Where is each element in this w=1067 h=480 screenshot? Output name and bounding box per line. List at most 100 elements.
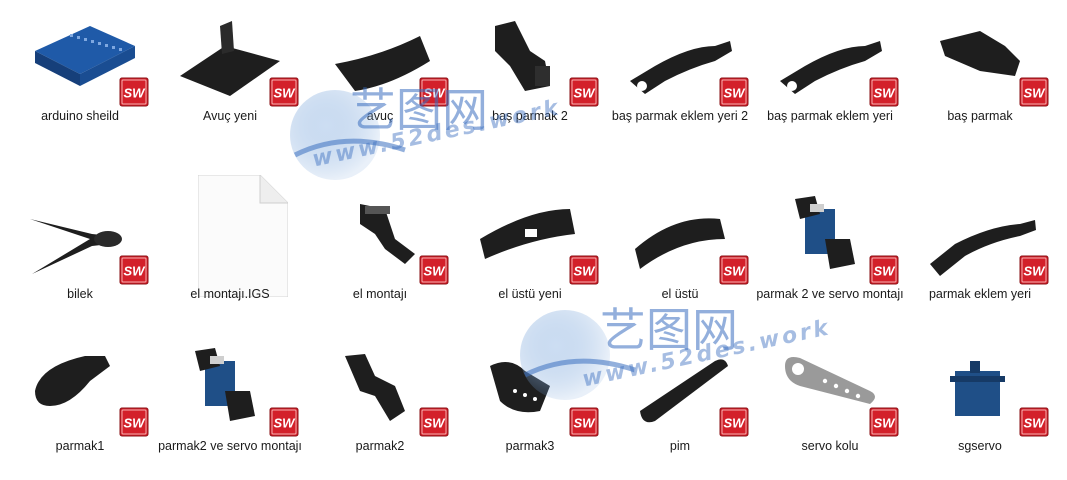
svg-text:SW: SW <box>724 264 747 279</box>
solidworks-badge-icon: SW <box>869 77 899 107</box>
thumb-joint-arm-part-icon <box>620 6 740 106</box>
svg-text:SW: SW <box>574 86 597 101</box>
file-name-label: baş parmak 2 <box>492 109 568 123</box>
file-item[interactable]: SW parmak eklem yeri <box>905 178 1055 328</box>
file-item[interactable]: SW baş parmak eklem yeri <box>755 0 905 150</box>
solidworks-badge-icon: SW <box>569 255 599 285</box>
hand-assembly-icon <box>320 184 440 284</box>
solidworks-badge-icon: SW <box>1019 77 1049 107</box>
file-name-label: sgservo <box>958 439 1002 453</box>
file-item[interactable]: SW parmak2 <box>305 330 455 480</box>
file-item[interactable]: SW el üstü yeni <box>455 178 605 328</box>
svg-text:SW: SW <box>874 416 897 431</box>
finger-joint-arm-part-icon <box>920 184 1040 284</box>
file-name-label: parmak 2 ve servo montajı <box>756 287 904 301</box>
file-name-label: parmak2 <box>355 439 405 453</box>
file-item[interactable]: SW el montajı <box>305 178 455 328</box>
file-item[interactable]: SW Avuç yeni <box>155 0 305 150</box>
file-item[interactable]: SW parmak 2 ve servo montajı <box>755 178 905 328</box>
solidworks-badge-icon: SW <box>119 407 149 437</box>
file-name-label: parmak1 <box>55 439 105 453</box>
svg-text:SW: SW <box>574 264 597 279</box>
finger-tip-part-icon <box>20 336 140 436</box>
svg-text:SW: SW <box>1024 416 1047 431</box>
palm-plate-part-icon <box>170 6 290 106</box>
solidworks-badge-icon: SW <box>269 77 299 107</box>
hand-top-part-icon <box>620 184 740 284</box>
finger-bracket-part-icon <box>320 336 440 436</box>
solidworks-badge-icon: SW <box>419 407 449 437</box>
solidworks-badge-icon: SW <box>719 77 749 107</box>
svg-text:SW: SW <box>1024 86 1047 101</box>
file-name-label: Avuç yeni <box>203 109 257 123</box>
file-name-label: el üstü <box>661 287 699 301</box>
thumb-joint-arm-part-icon <box>770 6 890 106</box>
file-name-label: bilek <box>67 287 93 301</box>
file-name-label: avuç <box>366 109 394 123</box>
file-name-label: parmak eklem yeri <box>928 287 1032 301</box>
solidworks-badge-icon: SW <box>1019 407 1049 437</box>
file-name-label: el üstü yeni <box>498 287 562 301</box>
solidworks-badge-icon: SW <box>419 255 449 285</box>
svg-text:SW: SW <box>874 264 897 279</box>
arduino-shield-part-icon <box>20 6 140 106</box>
hand-cover-part-icon <box>470 184 590 284</box>
file-item[interactable]: SW parmak2 ve servo montajı <box>155 330 305 480</box>
file-item[interactable]: SW arduino sheild <box>5 0 155 150</box>
file-item[interactable]: SW baş parmak 2 <box>455 0 605 150</box>
svg-text:SW: SW <box>724 416 747 431</box>
file-item[interactable]: SW baş parmak <box>905 0 1055 150</box>
file-item[interactable]: SW servo kolu <box>755 330 905 480</box>
svg-text:SW: SW <box>724 86 747 101</box>
servo-motor-part-icon <box>920 336 1040 436</box>
wrist-part-icon <box>20 184 140 284</box>
generic-file-icon <box>197 174 289 298</box>
svg-text:SW: SW <box>124 264 147 279</box>
file-name-label: servo kolu <box>801 439 859 453</box>
pin-part-icon <box>620 336 740 436</box>
svg-text:SW: SW <box>274 416 297 431</box>
file-item[interactable]: SW parmak1 <box>5 330 155 480</box>
svg-text:SW: SW <box>424 416 447 431</box>
svg-text:SW: SW <box>424 86 447 101</box>
svg-text:SW: SW <box>124 416 147 431</box>
file-item[interactable]: SW parmak3 <box>455 330 605 480</box>
servo-horn-part-icon <box>770 336 890 436</box>
svg-text:SW: SW <box>124 86 147 101</box>
svg-text:SW: SW <box>274 86 297 101</box>
file-item[interactable]: SW sgservo <box>905 330 1055 480</box>
file-item[interactable]: SW baş parmak eklem yeri 2 <box>605 0 755 150</box>
file-name-label: el montajı.IGS <box>190 287 270 301</box>
finger-servo-assembly-icon <box>170 336 290 436</box>
solidworks-badge-icon: SW <box>569 407 599 437</box>
solidworks-badge-icon: SW <box>269 407 299 437</box>
file-name-label: parmak2 ve servo montajı <box>158 439 302 453</box>
svg-text:SW: SW <box>874 86 897 101</box>
solidworks-badge-icon: SW <box>419 77 449 107</box>
file-item[interactable]: el montajı.IGS <box>155 174 305 328</box>
file-name-label: baş parmak eklem yeri <box>767 109 893 123</box>
thumb-bracket-part-icon <box>470 6 590 106</box>
solidworks-badge-icon: SW <box>869 255 899 285</box>
file-name-label: pim <box>669 439 691 453</box>
svg-text:SW: SW <box>574 416 597 431</box>
finger-servo-assembly-icon <box>770 184 890 284</box>
file-item[interactable]: SW bilek <box>5 178 155 328</box>
svg-text:SW: SW <box>1024 264 1047 279</box>
palm-curve-part-icon <box>320 6 440 106</box>
file-item[interactable]: SW avuç <box>305 0 455 150</box>
thumb-part-icon <box>920 6 1040 106</box>
file-item[interactable]: SW el üstü <box>605 178 755 328</box>
solidworks-badge-icon: SW <box>119 255 149 285</box>
solidworks-badge-icon: SW <box>1019 255 1049 285</box>
solidworks-badge-icon: SW <box>719 407 749 437</box>
file-name-label: baş parmak <box>947 109 1013 123</box>
svg-text:SW: SW <box>424 264 447 279</box>
solidworks-badge-icon: SW <box>719 255 749 285</box>
file-name-label: parmak3 <box>505 439 555 453</box>
solidworks-badge-icon: SW <box>119 77 149 107</box>
solidworks-badge-icon: SW <box>569 77 599 107</box>
file-name-label: el montajı <box>352 287 408 301</box>
file-item[interactable]: SW pim <box>605 330 755 480</box>
